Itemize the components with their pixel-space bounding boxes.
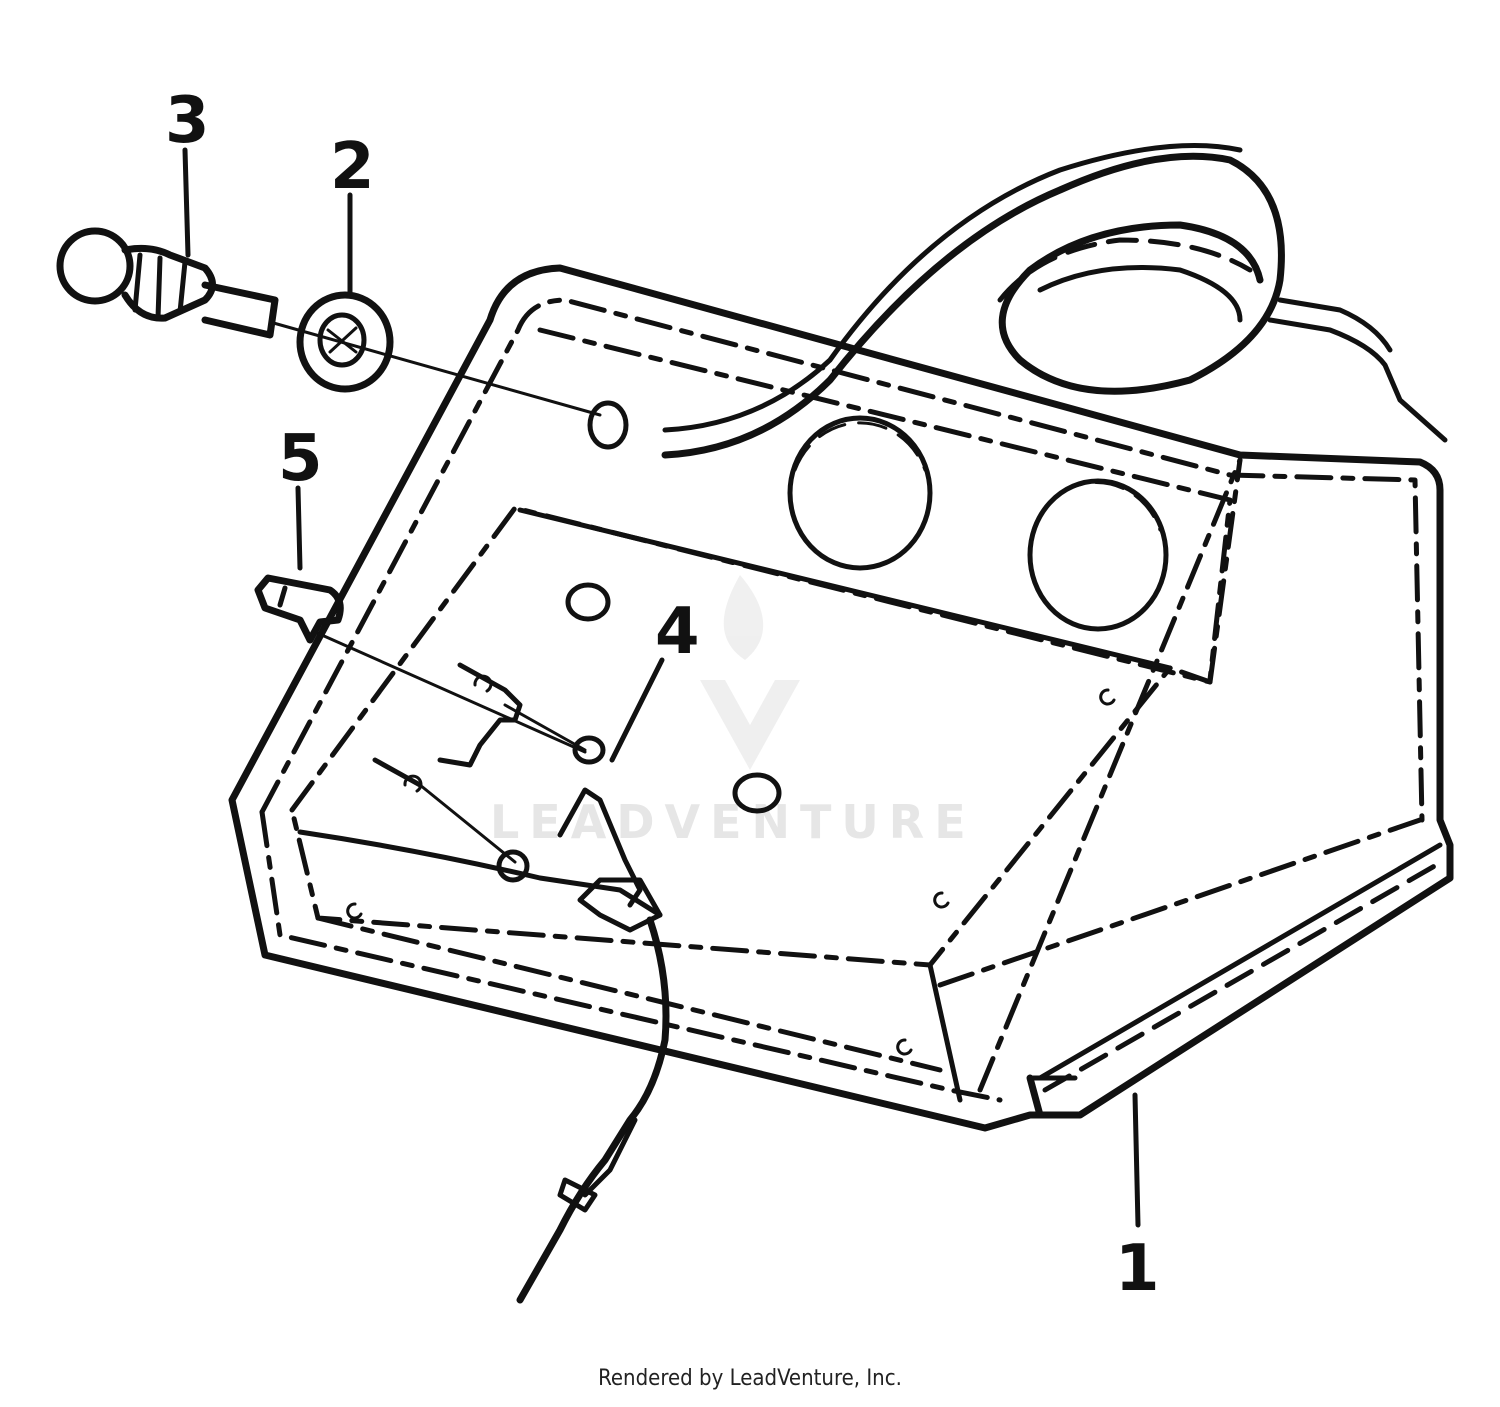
knob-part-icon (56, 227, 279, 339)
callout-number: 5 (278, 422, 323, 496)
gauge-opening-right-icon (1027, 478, 1169, 632)
callout-leaders (182, 147, 1141, 1228)
throttle-cable-icon (297, 787, 670, 1304)
cable-clip-part-icon (254, 574, 344, 644)
watermark-text: LEADVENTURE (490, 795, 976, 849)
callout-number: 2 (330, 130, 375, 204)
mounting-holes (346, 400, 1116, 1056)
dashboard-panel (228, 264, 1454, 1132)
callout-number: 4 (655, 595, 700, 669)
render-credit: Rendered by LeadVenture, Inc. (598, 1366, 902, 1391)
wire-harness-coil-icon (661, 143, 1448, 459)
gauge-opening-left-icon (787, 415, 933, 571)
control-bracket-icon (372, 662, 523, 793)
nut-washer-part-icon (296, 291, 394, 393)
callout-number: 3 (165, 84, 210, 158)
watermark-logo-icon (700, 575, 800, 770)
explode-leader-lines (268, 320, 602, 864)
callout-number: 1 (1115, 1232, 1160, 1306)
